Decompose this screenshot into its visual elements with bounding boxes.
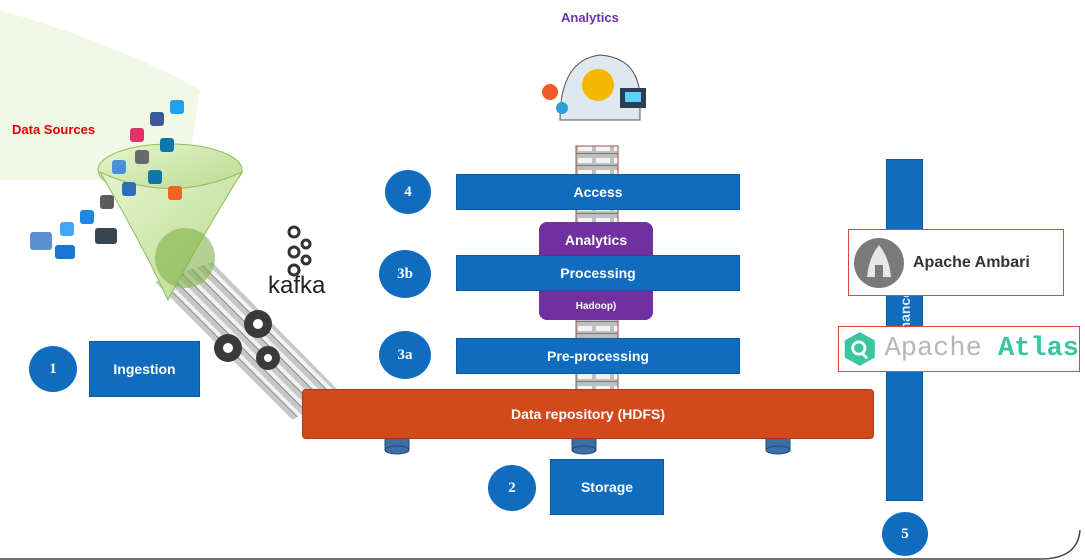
repository-label: Data repository (HDFS)	[510, 406, 666, 422]
preprocessing-label: Pre-processing	[547, 348, 649, 364]
repository-layer: Data repository (HDFS)	[302, 389, 874, 439]
analytics-title: Analytics	[561, 10, 619, 25]
access-label: Access	[573, 184, 623, 200]
atlas-suffix: Atlas	[997, 334, 1079, 364]
atlas-label: Apache Atlas	[885, 334, 1079, 364]
processing-layer: Processing	[456, 255, 740, 291]
gear-icon	[214, 310, 280, 370]
analytics-overlay-sub: Hadoop)	[575, 301, 617, 312]
atlas-logo: Apache Atlas	[838, 326, 1080, 372]
kafka-label: kafka	[268, 272, 326, 299]
ambari-label: Apache Ambari	[913, 253, 1030, 271]
step-5-badge: 5	[882, 512, 928, 556]
atlas-prefix: Apache	[884, 334, 998, 364]
analytics-overlay-label: Analytics	[564, 232, 628, 248]
ambari-icon	[854, 237, 904, 288]
funnel-swoosh	[0, 10, 200, 180]
data-source-icons	[30, 100, 184, 259]
ingestion-box: Ingestion	[89, 341, 200, 397]
step-1-badge: 1	[29, 346, 77, 392]
diagonal-conveyor	[155, 262, 340, 420]
frame-line	[0, 529, 1081, 560]
ingestion-label: Ingestion	[113, 361, 176, 377]
storage-label: Storage	[580, 479, 634, 495]
step-4-badge: 4	[385, 170, 431, 214]
preprocessing-layer: Pre-processing	[456, 338, 740, 374]
atlas-icon	[844, 332, 875, 366]
step-2-badge: 2	[488, 465, 536, 511]
step-3b-badge: 3b	[379, 250, 431, 298]
processing-label: Processing	[560, 265, 636, 281]
data-sources-title: Data Sources	[12, 122, 96, 137]
storage-box: Storage	[550, 459, 664, 515]
kafka-icon	[287, 225, 312, 277]
ambari-logo: Apache Ambari	[848, 229, 1064, 296]
access-layer: Access	[456, 174, 740, 210]
ai-head-icon	[542, 54, 646, 121]
step-3a-badge: 3a	[379, 331, 431, 379]
